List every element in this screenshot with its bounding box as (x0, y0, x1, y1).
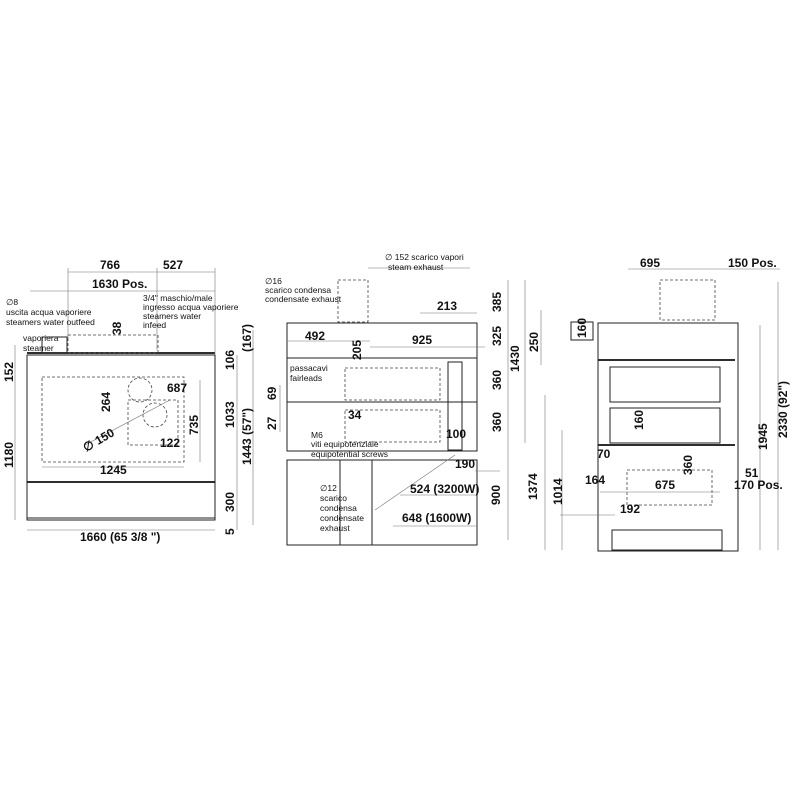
dim-69: 69 (265, 386, 279, 400)
dim-205: 205 (350, 340, 364, 360)
note-infeed: ingresso acqua vaporiere (143, 302, 239, 312)
dim-1430: 1430 (508, 345, 522, 372)
dim-1660: 1660 (65 3/8 ") (80, 530, 160, 544)
dim-1374: 1374 (526, 473, 540, 500)
dim-1630-pos: 1630 Pos. (92, 277, 147, 291)
note-fairleads: fairleads (290, 373, 322, 383)
dim-190: 190 (455, 457, 475, 471)
dim-160-top: 160 (575, 318, 589, 338)
dim-1245: 1245 (100, 463, 127, 477)
dim-360: 360 (681, 455, 695, 475)
flue-circle (127, 377, 153, 403)
front-view: 766 527 1630 Pos. ∅8 uscita acqua vapori… (2, 258, 254, 544)
dim-264: 264 (99, 392, 113, 412)
note-condensate-bottom: ∅12 (320, 483, 337, 493)
dim-524-3200w: 524 (3200W) (410, 482, 479, 496)
dim-325: 325 (490, 326, 504, 346)
dim-527: 527 (163, 258, 183, 272)
note-screws: M6 (311, 430, 323, 440)
dim-213: 213 (437, 299, 457, 313)
dim-360-lower: 360 (490, 412, 504, 432)
dim-250: 250 (527, 332, 541, 352)
note-fairleads: passacavi (290, 363, 328, 373)
note-screws: equipotential screws (311, 449, 388, 459)
dim-900: 900 (489, 485, 503, 505)
note-infeed: 3/4" maschio/male (143, 293, 213, 303)
dim-766: 766 (100, 258, 120, 272)
note-condensate-top: scarico condensa (265, 285, 331, 295)
dim-167: (167) (240, 324, 254, 352)
dim-100: 100 (446, 427, 466, 441)
steam-exhaust-pipe (337, 279, 369, 323)
note-condensate-bottom: condensa (320, 503, 357, 513)
note-steamer: steamer (23, 343, 54, 353)
dim-925: 925 (412, 333, 432, 347)
note-condensate-bottom: scarico (320, 493, 347, 503)
dim-1033: 1033 (223, 401, 237, 428)
dim-122: 122 (160, 436, 180, 450)
dim-300: 300 (223, 492, 237, 512)
note-steam-exhaust: ∅ 152 scarico vapori (385, 252, 464, 262)
dim-2330: 2330 (92") (776, 381, 790, 438)
dim-695: 695 (640, 256, 660, 270)
dim-1945: 1945 (756, 423, 770, 450)
control-box (570, 321, 594, 341)
dim-27: 27 (265, 416, 279, 430)
note-condensate-top: condensate exhaust (265, 294, 342, 304)
note-condensate-top: ∅16 (265, 276, 282, 286)
note-steam-exhaust: steam exhaust (388, 262, 444, 272)
dim-152: 152 (2, 362, 16, 382)
dim-1180: 1180 (2, 442, 16, 468)
dim-360-upper: 360 (490, 370, 504, 390)
dim-735: 735 (187, 415, 201, 435)
oven-body-outline (26, 354, 216, 521)
dim-164: 164 (585, 473, 605, 487)
note-outfeed: ∅8 (6, 297, 18, 307)
dim-1443: 1443 (57") (240, 408, 254, 465)
side-view: ∅ 152 scarico vapori steam exhaust ∅16 s… (265, 252, 540, 546)
note-outfeed: steamers water outfeed (6, 317, 95, 327)
note-screws: viti equipotenziale (311, 439, 379, 449)
dim-1014: 1014 (551, 478, 565, 505)
oven-rear-outline (597, 322, 739, 552)
note-outfeed: uscita acqua vaporiere (6, 307, 92, 317)
hood-hidden (659, 279, 716, 321)
dim-192: 192 (620, 502, 640, 516)
dim-5: 5 (223, 528, 237, 535)
dim-70: 70 (597, 447, 611, 461)
dim-675: 675 (655, 478, 675, 492)
dim-diameter-150: ∅ 150 (81, 425, 118, 454)
note-infeed: steamers water (143, 311, 201, 321)
dim-687: 687 (167, 381, 187, 395)
note-steamer: vaporiera (23, 333, 59, 343)
dim-34: 34 (348, 408, 362, 422)
note-condensate-bottom: condensate (320, 513, 364, 523)
dim-150-pos: 150 Pos. (728, 256, 777, 270)
dim-492: 492 (305, 329, 325, 343)
dim-51: 51 (745, 466, 759, 480)
rear-view: 695 150 Pos. 250 160 160 1945 2330 (92")… (527, 256, 790, 552)
dim-170-pos: 170 Pos. (734, 478, 783, 492)
dim-160-deck: 160 (632, 410, 646, 430)
dim-648-1600w: 648 (1600W) (402, 511, 471, 525)
baking-chamber-hidden (41, 376, 185, 463)
steamer-box (41, 336, 68, 354)
note-condensate-bottom: exhaust (320, 523, 350, 533)
dim-106: 106 (223, 350, 237, 370)
note-infeed: infeed (143, 320, 166, 330)
dim-385: 385 (490, 292, 504, 312)
dim-38: 38 (110, 321, 124, 335)
oven-decks-outline (286, 322, 478, 452)
proofer-base (286, 459, 478, 546)
